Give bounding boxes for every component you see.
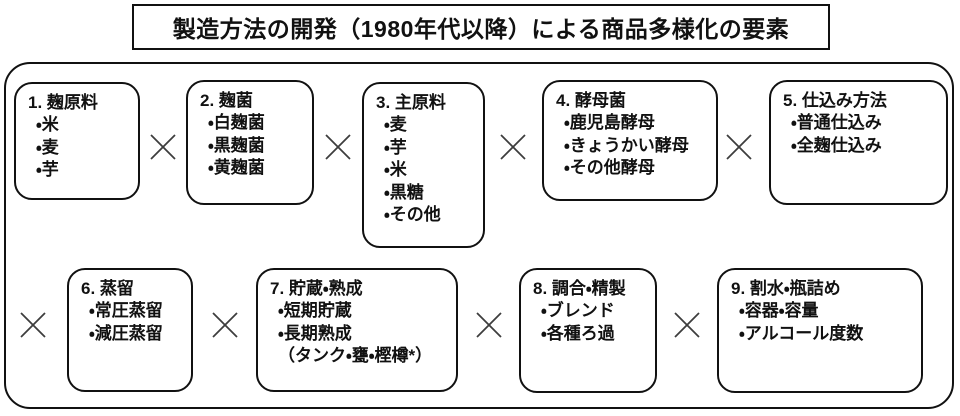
multiply-icon [18,310,48,340]
list-item: ・麦 [36,137,59,157]
factor-box-title: 6. 蒸留 [81,279,134,298]
factor-box-title: 7. 貯蔵・熟成 [270,279,363,298]
list-item: ・黒麹菌 [208,135,265,155]
list-item: ・常圧蒸留 [89,301,163,321]
factor-box-title: 4. 酵母菌 [556,91,626,110]
factor-box-title: 9. 割水・瓶詰め [731,279,841,298]
multiply-icon [148,132,178,162]
list-item: ・短期貯蔵 [278,301,352,321]
multiply-icon [498,132,528,162]
list-item: ・その他酵母 [564,158,655,178]
list-item: ・容器・容量 [739,301,819,321]
list-item: ・ブレンド [541,301,615,321]
list-item: ・きょうかい酵母 [564,135,689,155]
factor-box-yeast: 4. 酵母菌 ・鹿児島酵母・きょうかい酵母・その他酵母 [542,80,718,201]
multiply-icon [724,132,754,162]
list-item: ・芋 [36,160,59,180]
list-item: ・普通仕込み [791,113,882,133]
list-item: （タンク・甕・樫樽*） [278,346,433,366]
factor-box-distillation: 6. 蒸留 ・常圧蒸留・減圧蒸留 [67,268,193,392]
factor-box-blending-refining: 8. 調合・精製 ・ブレンド・各種ろ過 [519,268,657,393]
list-item: ・黄麹菌 [208,158,265,178]
diagram-title: 製造方法の開発（1980年代以降）による商品多様化の要素 [132,4,830,50]
list-item: ・各種ろ過 [541,323,615,343]
list-item: ・減圧蒸留 [89,323,163,343]
multiply-icon [474,310,504,340]
factor-box-mashing-method: 5. 仕込み方法 ・普通仕込み・全麹仕込み [769,80,948,205]
factor-box-koji-mold: 2. 麹菌 ・白麹菌・黒麹菌・黄麹菌 [186,80,314,205]
list-item: ・長期熟成 [278,323,352,343]
list-item: ・アルコール度数 [739,323,864,343]
multiply-icon [323,132,353,162]
factor-box-title: 3. 主原料 [376,93,446,112]
factors-container: 1. 麹原料 ・米・麦・芋 2. 麹菌 ・白麹菌・黒麹菌・黄麹菌 3. 主原料 … [4,62,954,409]
multiply-icon [210,310,240,340]
factor-box-koji-ingredient: 1. 麹原料 ・米・麦・芋 [14,82,140,200]
list-item: ・米 [36,115,59,135]
list-item: ・白麹菌 [208,113,265,133]
list-item: ・その他 [384,205,441,225]
list-item: ・黒糖 [384,182,424,202]
list-item: ・麦 [384,115,407,135]
multiply-icon [672,310,702,340]
list-item: ・鹿児島酵母 [564,113,655,133]
factor-box-dilution-bottling: 9. 割水・瓶詰め ・容器・容量・アルコール度数 [717,268,923,393]
factor-box-title: 5. 仕込み方法 [783,91,887,110]
list-item: ・芋 [384,137,407,157]
factor-box-title: 2. 麹菌 [200,91,253,110]
factor-box-title: 1. 麹原料 [28,93,98,112]
factor-box-title: 8. 調合・精製 [533,279,626,298]
factor-box-storage-aging: 7. 貯蔵・熟成 ・短期貯蔵・長期熟成 （タンク・甕・樫樽*） [256,268,458,392]
list-item: ・米 [384,160,407,180]
list-item: ・全麹仕込み [791,135,882,155]
factor-box-main-ingredient: 3. 主原料 ・麦・芋・米・黒糖・その他 [362,82,485,248]
